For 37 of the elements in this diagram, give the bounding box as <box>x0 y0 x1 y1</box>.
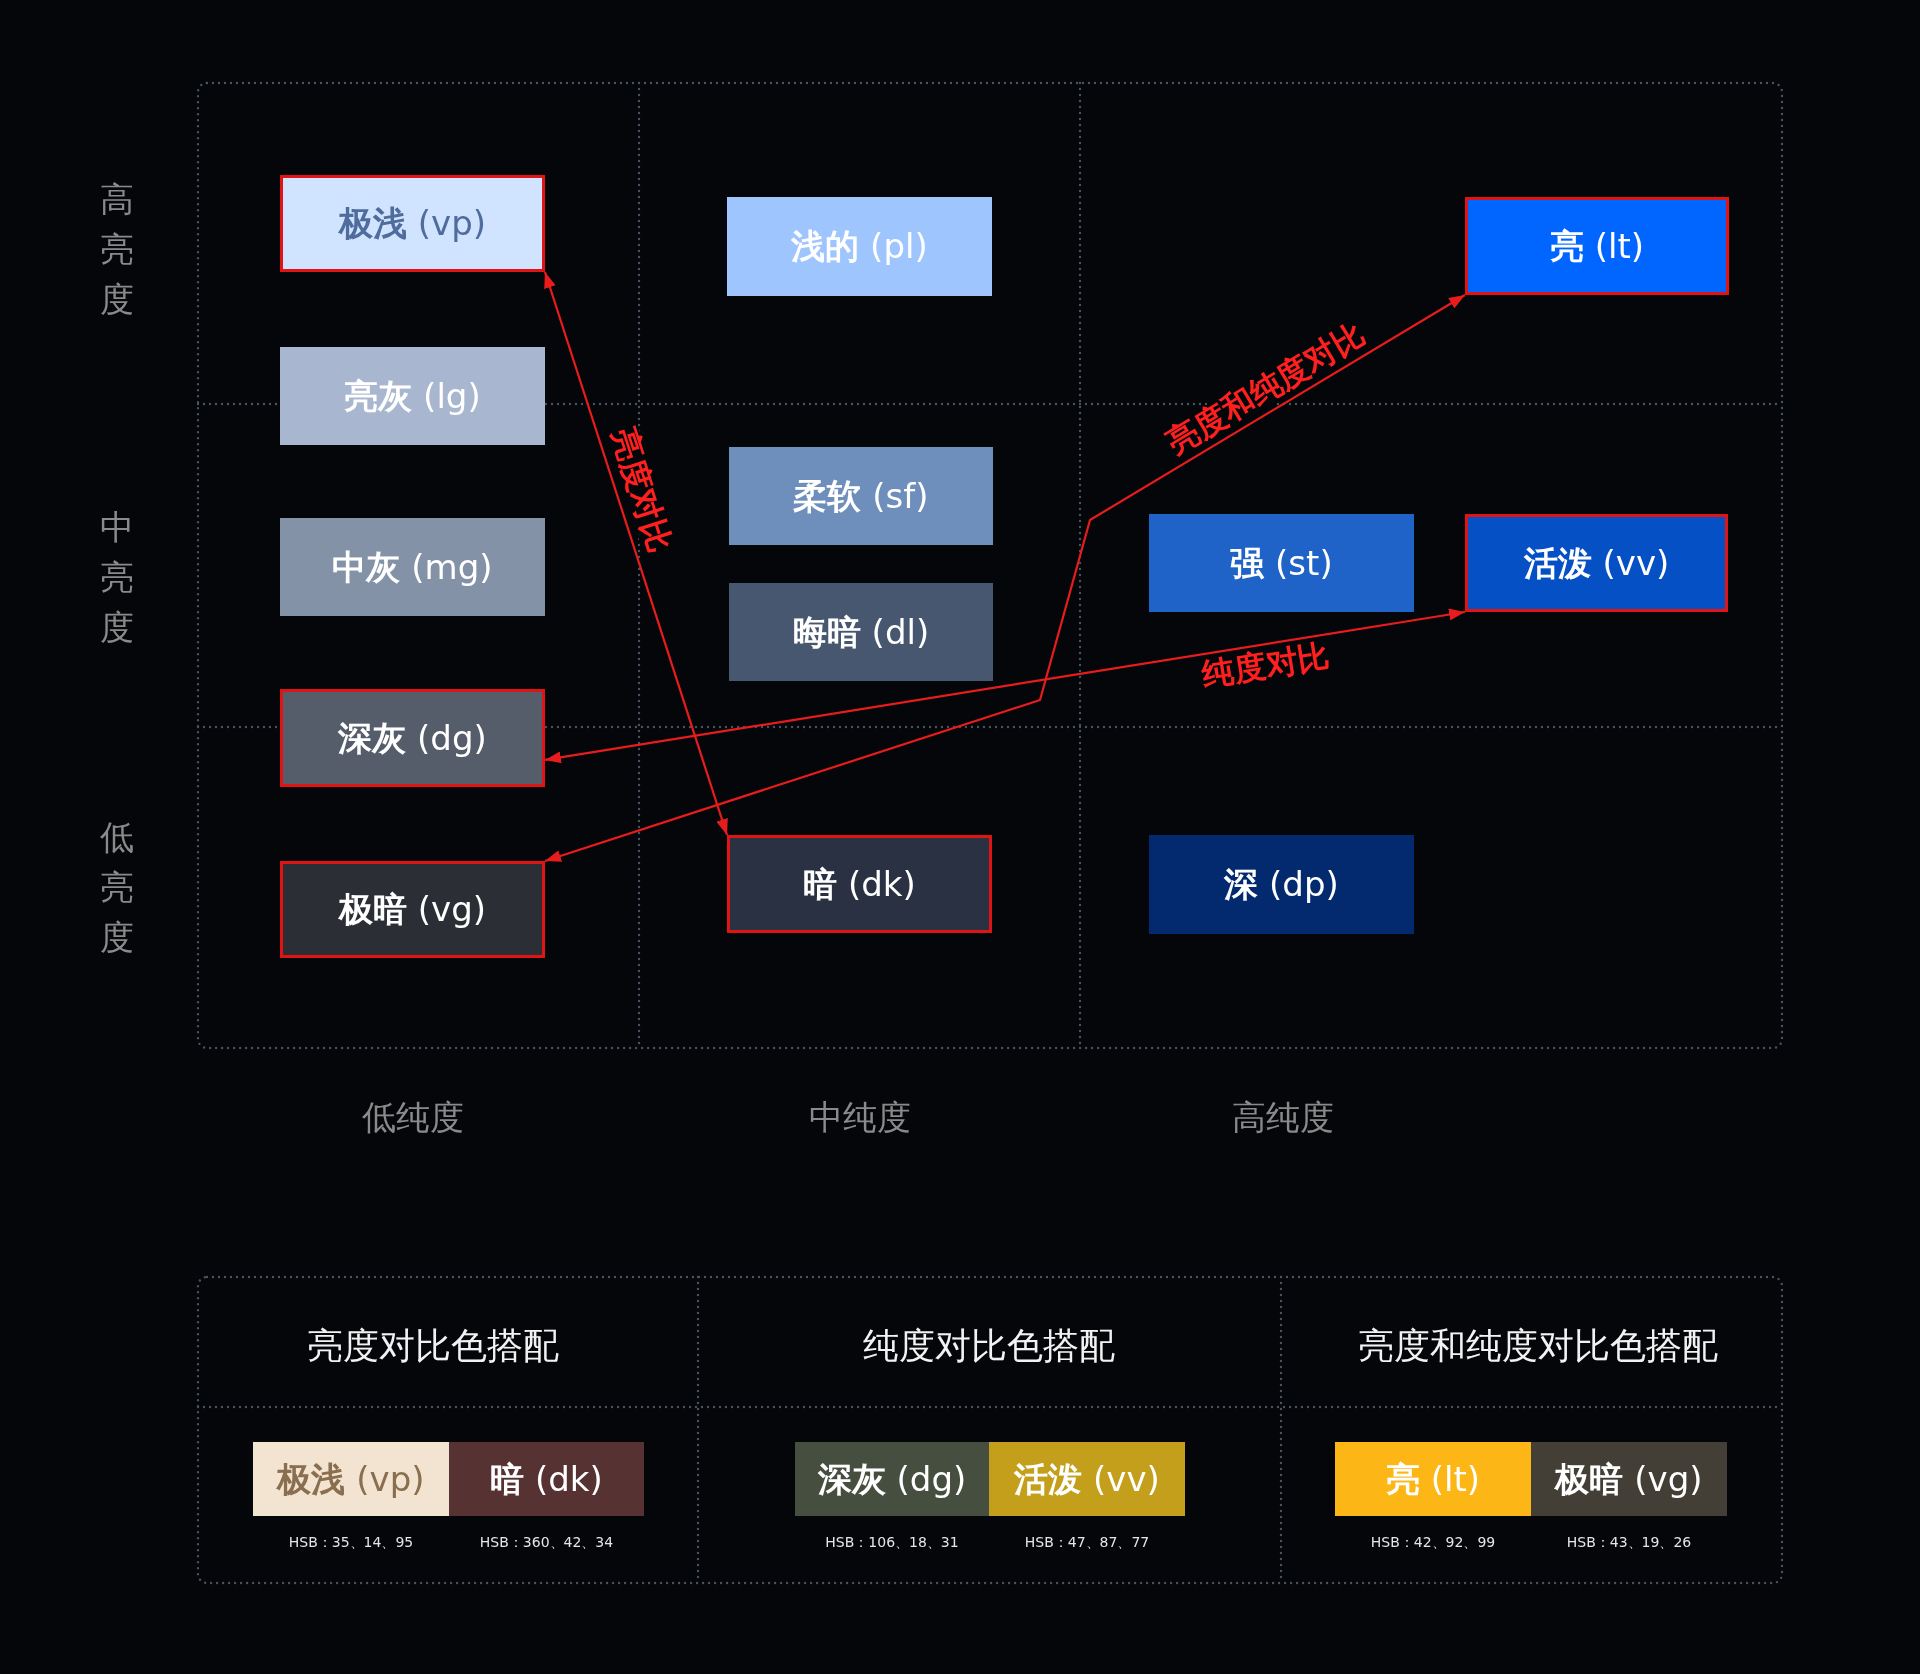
column-header: 亮度和纯度对比色搭配 <box>1358 1323 1718 1368</box>
color-swatch: 活泼 (vv) <box>989 1442 1185 1516</box>
column-header: 亮度对比色搭配 <box>307 1323 559 1368</box>
value-caption: HSB：43、19、26 <box>1566 1534 1692 1552</box>
color-tile: 柔软 (sf) <box>729 447 993 545</box>
value-caption: HSB：47、87、77 <box>1024 1534 1150 1552</box>
color-tile: 亮灰 (lg) <box>280 347 545 445</box>
color-tile: 暗 (dk) <box>727 835 992 933</box>
value-caption: HSB：360、42、34 <box>479 1534 614 1552</box>
color-swatch: 极暗 (vg) <box>1531 1442 1727 1516</box>
axis-label: 中纯度 <box>809 1096 911 1139</box>
color-tile: 极暗 (vg) <box>280 861 545 958</box>
value-caption: HSB：35、14、95 <box>288 1534 414 1552</box>
color-tile: 亮 (lt) <box>1465 197 1729 295</box>
axis-label: 低亮度 <box>100 816 134 959</box>
axis-label: 高亮度 <box>100 178 134 321</box>
value-caption: HSB：42、92、99 <box>1370 1534 1496 1552</box>
color-tile: 浅的 (pl) <box>727 197 992 296</box>
color-tile: 深灰 (dg) <box>280 689 545 787</box>
axis-label: 低纯度 <box>362 1096 464 1139</box>
color-tile: 活泼 (vv) <box>1465 514 1728 612</box>
color-tile: 强 (st) <box>1149 514 1414 612</box>
axis-label: 高纯度 <box>1232 1096 1334 1139</box>
color-tile: 极浅 (vp) <box>280 175 545 272</box>
color-tile: 深 (dp) <box>1149 835 1414 934</box>
column-header: 纯度对比色搭配 <box>863 1323 1115 1368</box>
color-swatch: 亮 (lt) <box>1335 1442 1531 1516</box>
axis-label: 中亮度 <box>100 506 134 649</box>
color-tile: 中灰 (mg) <box>280 518 545 616</box>
color-swatch: 暗 (dk) <box>449 1442 644 1516</box>
arrow <box>544 294 1466 863</box>
arrow <box>544 608 1466 764</box>
color-swatch: 极浅 (vp) <box>253 1442 449 1516</box>
arrow <box>543 271 729 836</box>
color-swatch: 深灰 (dg) <box>795 1442 989 1516</box>
color-tile: 晦暗 (dl) <box>729 583 993 681</box>
value-caption: HSB：106、18、31 <box>825 1534 959 1552</box>
